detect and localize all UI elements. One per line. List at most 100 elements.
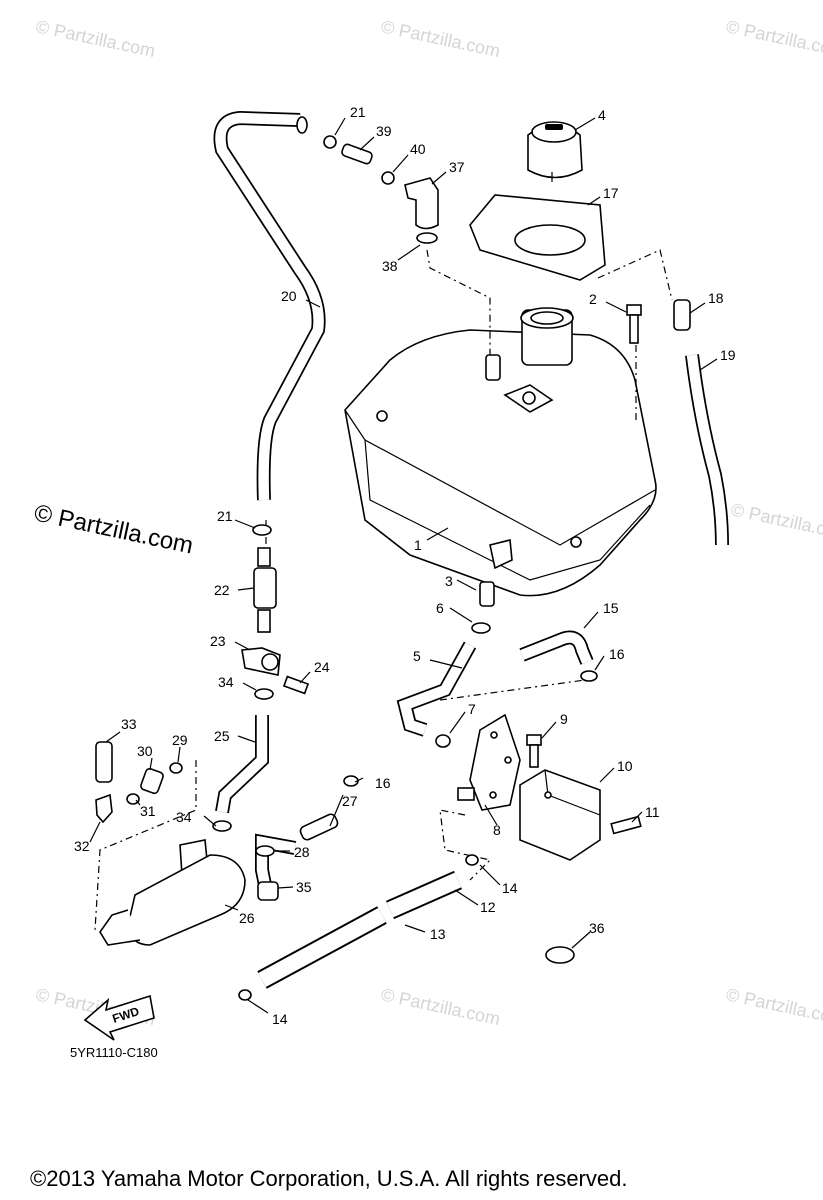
part-14-upper-clamp: [465, 854, 479, 866]
part-34-lower-clamp: [212, 820, 232, 832]
part-38-clamp: [416, 232, 438, 244]
part-6-clamp: [471, 622, 491, 634]
callout-34-bottom: 34: [176, 809, 192, 825]
part-20-breather-hose: [213, 110, 326, 501]
part-8-plate: [457, 713, 521, 811]
callout-25: 25: [214, 728, 230, 744]
upper-fittings: [323, 135, 439, 244]
callout-8: 8: [493, 822, 501, 838]
callout-11: 11: [645, 804, 660, 820]
part-21-clamp: [323, 135, 337, 149]
watermark-bottom-center: © Partzilla.com: [379, 984, 502, 1029]
part-29-clamp: [169, 762, 183, 774]
part-34-upper-clamp: [254, 688, 274, 700]
part-4-cap: [527, 121, 583, 182]
callout-24: 24: [314, 659, 330, 675]
part-13-hose: [257, 906, 387, 989]
part-24-bolt: [282, 675, 310, 695]
assembly-lines: [94, 249, 673, 931]
callout-29: 29: [172, 732, 188, 748]
callout-21-top: 21: [350, 104, 366, 120]
callout-36: 36: [589, 920, 605, 936]
callout-4: 4: [598, 107, 606, 123]
part-35-nut: [257, 881, 279, 901]
part-31-clamp: [126, 793, 140, 805]
copyright-notice: ©2013 Yamaha Motor Corporation, U.S.A. A…: [30, 1166, 628, 1191]
part-32-fitting: [95, 793, 113, 824]
callout-22: 22: [214, 582, 230, 598]
callout-5: 5: [413, 648, 421, 664]
part-36-clamp: [545, 946, 575, 964]
part-9-bolt: [526, 734, 542, 768]
part-16-upper-clamp: [580, 670, 598, 682]
callout-16-bottom: 16: [375, 775, 391, 791]
callout-16-top: 16: [609, 646, 625, 662]
fwd-arrow: FWD: [83, 994, 155, 1041]
part-3-joint: [479, 581, 495, 607]
part-11-bolt: [610, 815, 642, 835]
callout-30: 30: [137, 743, 153, 759]
callouts: 21 39 40 37 38 4 17 2 18 19 20 1 21 22 2…: [74, 104, 736, 1027]
watermark-top-right: © Partzilla.com: [724, 16, 823, 61]
part-21-lower-clamp: [252, 524, 272, 536]
callout-17: 17: [603, 185, 619, 201]
callout-9: 9: [560, 711, 568, 727]
watermark-mid-right: © Partzilla.com: [729, 499, 823, 544]
callout-33: 33: [121, 716, 137, 732]
callout-23: 23: [210, 633, 226, 649]
part-5-hose: [396, 641, 477, 737]
callout-34-top: 34: [218, 674, 234, 690]
diagram-code: 5YR1110-C180: [70, 1045, 158, 1060]
callout-26: 26: [239, 910, 255, 926]
part-10-bracket: [519, 769, 601, 861]
callout-3: 3: [445, 573, 453, 589]
callout-38: 38: [382, 258, 398, 274]
part-18-fitting: [673, 299, 691, 331]
part-39-joint: [341, 143, 373, 165]
part-28-clamp: [255, 845, 275, 857]
part-23-bracket: [241, 647, 281, 676]
callout-39: 39: [376, 123, 392, 139]
part-33-hose: [95, 741, 113, 783]
callout-14-bottom: 14: [272, 1011, 288, 1027]
callout-20: 20: [281, 288, 297, 304]
callout-12: 12: [480, 899, 496, 915]
callout-19: 19: [720, 347, 736, 363]
callout-31: 31: [140, 803, 156, 819]
callout-10: 10: [617, 758, 633, 774]
callout-32: 32: [74, 838, 90, 854]
part-26-canister: [99, 839, 279, 946]
part-22-fuel-filter: [252, 524, 277, 633]
part-17-cover: [469, 194, 606, 281]
callout-37: 37: [449, 159, 465, 175]
part-30-joint: [140, 767, 164, 795]
part-7-clamp: [435, 734, 451, 748]
callout-35: 35: [296, 879, 312, 895]
watermark-large: © Partzilla.com: [32, 499, 196, 559]
watermark-top-center: © Partzilla.com: [379, 16, 502, 61]
part-14-lower-clamp: [238, 989, 252, 1001]
part-37-elbow: [404, 177, 439, 230]
callout-18: 18: [708, 290, 724, 306]
part-25-hose: [215, 715, 269, 814]
part-19-hose: [685, 354, 729, 546]
callout-15: 15: [603, 600, 619, 616]
callout-28: 28: [294, 844, 310, 860]
callout-21-bottom: 21: [217, 508, 233, 524]
part-15-hose: [519, 630, 594, 665]
callout-2: 2: [589, 291, 597, 307]
callout-6: 6: [436, 600, 444, 616]
callout-13: 13: [430, 926, 446, 942]
callout-14-top: 14: [502, 880, 518, 896]
callout-1: 1: [414, 537, 422, 553]
watermark-top-left: © Partzilla.com: [34, 16, 157, 61]
callout-27: 27: [342, 793, 358, 809]
watermark-bottom-right: © Partzilla.com: [724, 984, 823, 1029]
part-27-hose: [299, 813, 339, 841]
part-12-hose: [385, 870, 463, 920]
callout-40: 40: [410, 141, 426, 157]
part-2-bolt: [626, 304, 642, 344]
callout-7: 7: [468, 701, 476, 717]
part-40-clamp: [381, 171, 395, 185]
